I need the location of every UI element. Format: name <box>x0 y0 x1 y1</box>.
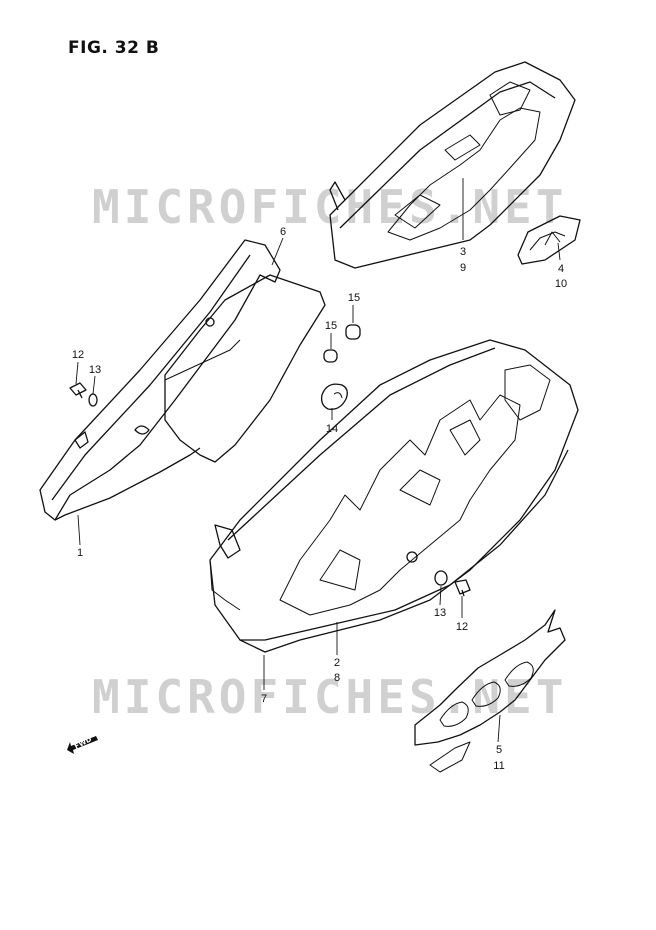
screw-washer-right <box>434 570 471 597</box>
callout-12-left: 12 <box>71 349 85 361</box>
cushion <box>320 383 348 410</box>
callout-4: 4 <box>557 263 565 275</box>
upper-right-side-cover <box>329 61 576 269</box>
callout-2: 2 <box>333 657 341 669</box>
watermark-bottom: MICROFICHES.NET <box>92 670 568 724</box>
emblem-badge <box>517 215 581 265</box>
callout-14: 14 <box>325 423 339 435</box>
callout-15-upper: 15 <box>347 292 361 304</box>
fwd-arrow-icon <box>67 736 98 754</box>
callout-5: 5 <box>495 744 503 756</box>
watermark-top: MICROFICHES.NET <box>92 180 568 234</box>
callout-13-right: 13 <box>433 607 447 619</box>
left-frame-cover <box>39 239 326 521</box>
grommets <box>323 324 361 363</box>
number-decal <box>414 609 566 773</box>
leader-lines <box>75 178 561 743</box>
callout-6: 6 <box>279 226 287 238</box>
callout-15-lower: 15 <box>324 320 338 332</box>
figure-title: FIG. 32 B <box>68 38 160 58</box>
callout-1: 1 <box>76 547 84 559</box>
screw-washer-left <box>69 382 98 407</box>
callout-3: 3 <box>459 246 467 258</box>
callout-8: 8 <box>333 672 341 684</box>
callout-9: 9 <box>459 262 467 274</box>
callout-13-left: 13 <box>88 364 102 376</box>
callout-10: 10 <box>554 278 568 290</box>
callout-7: 7 <box>260 693 268 705</box>
callout-11: 11 <box>493 760 505 772</box>
right-frame-cover <box>209 339 579 653</box>
callout-12-right: 12 <box>455 621 469 633</box>
